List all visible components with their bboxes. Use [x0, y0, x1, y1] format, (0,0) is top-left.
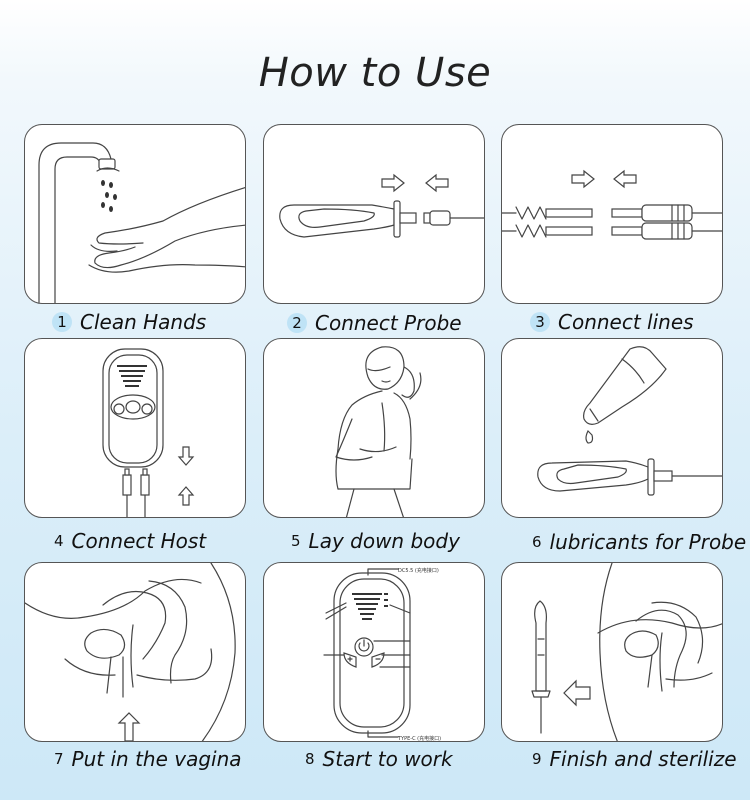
- remove-sterilize-drawing: [531, 563, 722, 741]
- step-label: lubricants for Probe: [549, 530, 747, 554]
- step-7-caption: 7 Put in the vagina: [54, 745, 242, 773]
- step-1-illustration: [24, 124, 246, 304]
- step-number: 9: [532, 750, 542, 768]
- step-4-illustration: [24, 338, 246, 518]
- step-8-illustration: DC5.5 (充电接口) TYPE-C (充电接口): [263, 562, 485, 742]
- step-label: Lay down body: [308, 529, 460, 553]
- step-number: 8: [305, 750, 315, 768]
- step-8-caption: 8 Start to work: [305, 745, 453, 773]
- step-number: 2: [287, 313, 307, 333]
- step-3-illustration: [501, 124, 723, 304]
- step-7-illustration: [24, 562, 246, 742]
- lines-connect-drawing: [502, 169, 722, 240]
- step-4-caption: 4 Connect Host: [54, 527, 206, 555]
- step-label: Clean Hands: [80, 310, 207, 334]
- step-number: 4: [54, 532, 64, 550]
- host-connect-drawing: [102, 348, 195, 517]
- step-number: 6: [532, 533, 542, 551]
- lubricant-probe-drawing: [537, 346, 722, 496]
- step-number: 5: [291, 532, 301, 550]
- step-6-caption: 6 lubricants for Probe: [532, 528, 746, 556]
- device-top-label: DC5.5 (充电接口): [398, 567, 439, 574]
- step-3-caption: 3 Connect lines: [530, 308, 694, 336]
- device-controls-drawing: DC5.5 (充电接口) TYPE-C (充电接口): [323, 567, 441, 742]
- step-6-illustration: [501, 338, 723, 518]
- step-9-illustration: [501, 562, 723, 742]
- step-number: 7: [54, 750, 64, 768]
- device-bottom-label: TYPE-C (充电接口): [397, 735, 441, 742]
- step-2-illustration: [263, 124, 485, 304]
- step-number: 1: [52, 312, 72, 332]
- step-label: Connect Host: [71, 529, 207, 553]
- page-title: How to Use: [258, 50, 492, 96]
- step-label: Connect lines: [558, 310, 694, 334]
- step-label: Connect Probe: [315, 311, 462, 335]
- step-label: Finish and sterilize: [549, 747, 737, 771]
- faucet-hands-drawing: [38, 142, 245, 303]
- woman-lying-drawing: [335, 346, 422, 517]
- step-2-caption: 2 Connect Probe: [287, 309, 462, 337]
- step-label: Put in the vagina: [71, 747, 242, 771]
- step-number: 3: [530, 312, 550, 332]
- step-1-caption: 1 Clean Hands: [52, 308, 206, 336]
- step-9-caption: 9 Finish and sterilize: [532, 745, 737, 773]
- step-label: Start to work: [322, 747, 453, 771]
- probe-connect-drawing: [279, 173, 484, 238]
- step-5-caption: 5 Lay down body: [291, 527, 460, 555]
- insertion-anatomy-drawing: [25, 563, 236, 741]
- step-5-illustration: [263, 338, 485, 518]
